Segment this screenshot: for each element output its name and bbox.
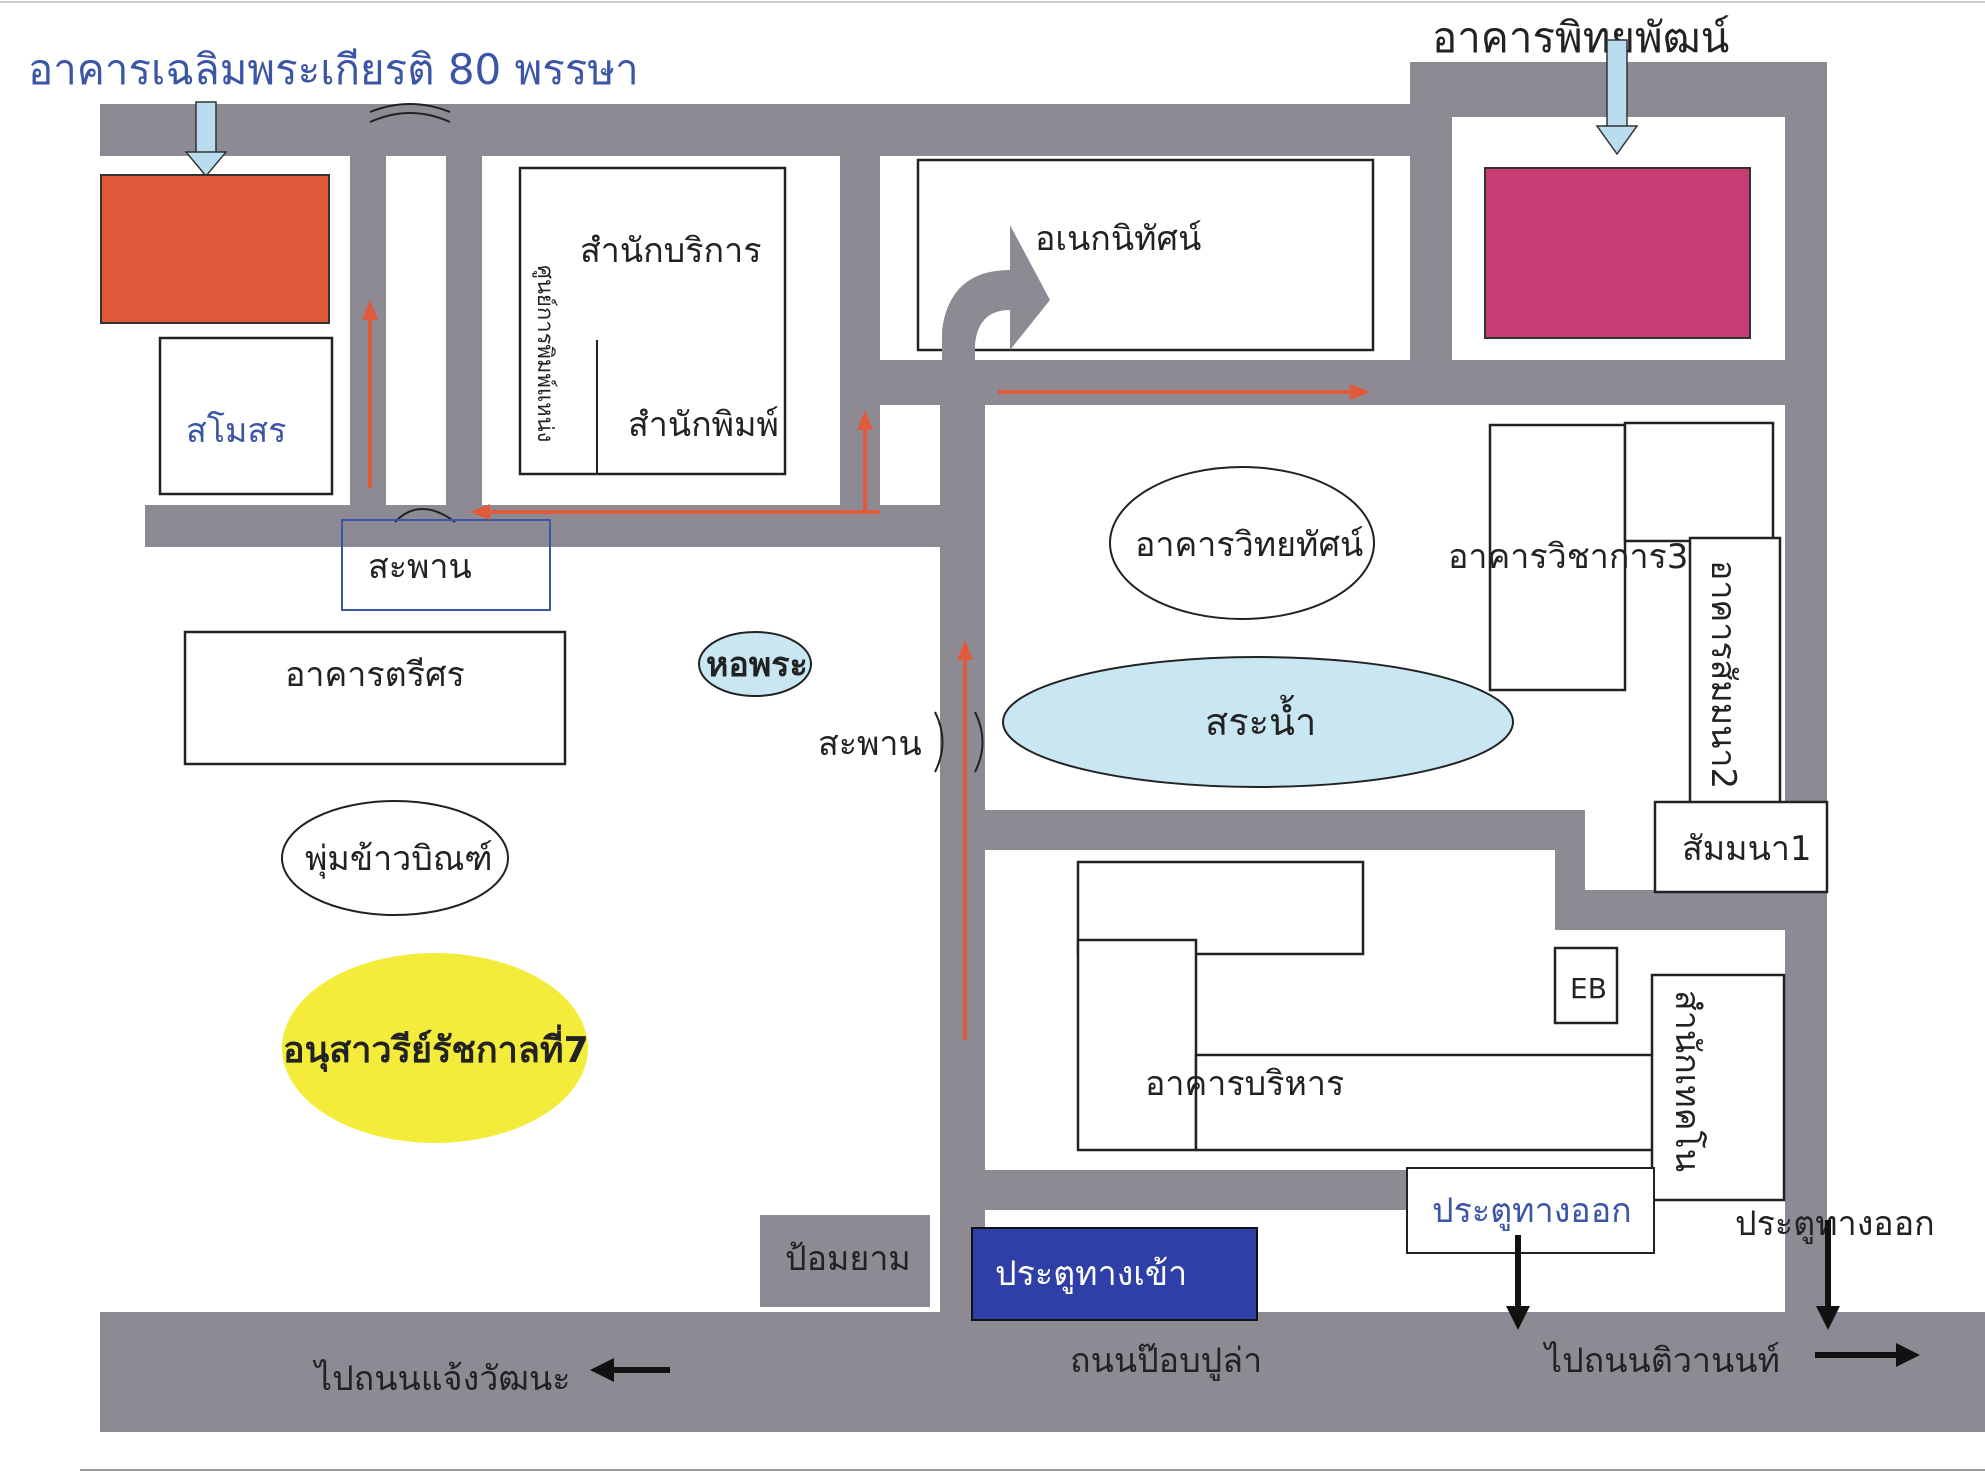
title-pittaya: อาคารพิทยพัฒน์ (1432, 13, 1729, 62)
building-borihan-left (1076, 938, 1198, 1152)
label-wichakan3: อาคารวิชาการ3 (1448, 537, 1688, 577)
arrow-right-tiwanon (1815, 1343, 1920, 1367)
label-monument: อนุสาวรีย์รัชกาลที่7 (283, 1024, 589, 1073)
label-sammana1: สัมมนา1 (1682, 829, 1812, 869)
label-trisorn: อาคารตรีศร (285, 655, 465, 695)
exit-gate-1-box (1406, 1167, 1655, 1254)
building-sammana2 (1688, 536, 1782, 810)
building-pittaya (1484, 167, 1751, 339)
label-borihan: อาคารบริหาร (1145, 1064, 1344, 1104)
label-print-center: ศูนย์การพิมพ์แหน่ง (532, 265, 557, 442)
pond (1002, 656, 1514, 788)
label-exit-gate-1: ประตูทางออก (1432, 1191, 1632, 1231)
arrow-left-chaengwattana (590, 1358, 670, 1382)
bridge-top-box (341, 519, 551, 611)
callout-arrow-pittaya (1595, 39, 1639, 156)
label-exit-gate-2: ประตูทางออก (1735, 1204, 1935, 1244)
label-samosorn: สโมสร (186, 411, 286, 451)
label-entrance-gate: ประตูทางเข้า (995, 1254, 1187, 1294)
arrow-down-exit-1 (1506, 1235, 1530, 1330)
arrow-down-exit-2 (1816, 1220, 1840, 1330)
label-samnak-pim: สำนักพิมพ์ (628, 405, 779, 445)
pum-khao-bin (281, 800, 509, 916)
monument-rama7 (282, 953, 588, 1143)
entrance-gate (971, 1227, 1258, 1321)
label-guard-post: ป้อมยาม (785, 1239, 911, 1279)
label-pum-khao: พุ่มข้าวบิณฑ์ (305, 839, 493, 879)
building-borihan-top (1076, 860, 1365, 956)
building-borihan-main (1194, 1053, 1656, 1152)
label-bridge-top: สะพาน (368, 547, 472, 587)
label-to-chaengwattana: ไปถนนแจ้งวัฒนะ (312, 1359, 571, 1399)
label-tech: สำนักเทคโน (1667, 990, 1707, 1172)
label-pond: สระน้ำ (1205, 694, 1316, 744)
label-sammana2: อาคารสัมมนา2 (1703, 560, 1743, 789)
building-sammana1 (1653, 800, 1829, 894)
building-tech (1650, 973, 1786, 1202)
label-hoh-phra: หอพระ (706, 645, 808, 685)
route-arrows (362, 300, 1370, 1040)
title-80-pansa: อาคารเฉลิมพระเกียรติ 80 พรรษา (28, 45, 639, 94)
label-to-tiwanon: ไปถนนติวานนท์ (1542, 1341, 1780, 1381)
label-eb: EB (1570, 972, 1607, 1005)
hoh-phra (698, 631, 812, 697)
label-anek: อเนกนิทัศน์ (1035, 219, 1201, 259)
building-wichakan3-wing (1623, 421, 1775, 543)
building-80-pansa (100, 174, 330, 324)
callout-arrow-80-pansa (184, 101, 228, 178)
building-anek (916, 158, 1375, 352)
building-trisorn (183, 630, 567, 766)
label-road-pop: ถนนป๊อบปูล่า (1070, 1341, 1262, 1381)
label-wittayatat: อาคารวิทยทัศน์ (1135, 525, 1363, 565)
wittayatat (1109, 466, 1375, 620)
building-samosorn (158, 336, 334, 496)
building-eb (1553, 946, 1619, 1025)
curved-turn-arrow (942, 225, 1050, 380)
building-wichakan3 (1488, 423, 1627, 692)
label-bridge-mid: สะพาน (818, 724, 922, 764)
label-samnak-borikan: สำนักบริการ (580, 231, 761, 271)
building-samnak-borikan (518, 166, 787, 476)
